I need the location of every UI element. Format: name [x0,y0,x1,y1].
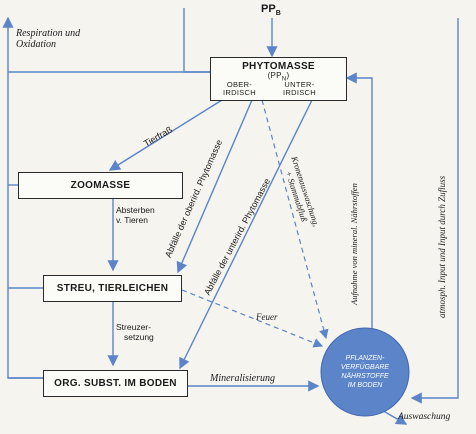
pool-line1: PFLANZEN- [345,355,385,362]
pool-line4: IM BODEN [347,382,383,389]
auswaschung-label: Auswaschung [398,412,451,422]
respiration-line2: Oxidation [16,39,56,50]
feuer-label: Feuer [256,312,278,322]
ppn-label: (PPN) [211,72,346,84]
absterben-label: Absterben v. Tieren [116,205,155,225]
ppn-open: (PP [267,71,282,80]
tierfrass-arrow [108,99,223,171]
aufnahme-arrow [345,72,373,340]
oberirdisch-label: OBER- IRDISCH [223,81,256,97]
phytomasse-title: PHYTOMASSE [242,61,315,72]
ppn-sub: N [281,76,287,83]
unterirdisch-label: UNTER- IRDISCH [283,81,316,97]
zoomasse-title: ZOOMASSE [70,180,131,191]
phytomasse-box: PHYTOMASSE (PPN) OBER- IRDISCH UNTER- IR… [210,57,347,101]
atmosph-input-arrow [410,18,459,404]
abfaelle-unter-arrow [179,99,313,370]
unterirdisch-line1: UNTER- [284,80,315,89]
atmosph-label: atmosph. Input und Input durch Zufluss [437,175,447,318]
mineralisierung-label: Mineralisierung [210,373,275,384]
absterben-line1: Absterben [116,205,155,215]
org-subst-box: ORG. SUBST. IM BODEN [43,370,188,397]
ppb-sub: B [275,10,281,18]
ppb-text: PP [261,3,276,15]
pool-line2: VERFÜGBARE [340,364,390,371]
respiration-line [183,8,210,73]
ppn-close: ) [286,71,290,80]
abfaelle-ober-arrow [176,99,253,274]
zersetzung-line1: Streuzer- [116,322,151,332]
pool-line3: NÄHRSTOFFE [341,373,389,380]
zoomasse-box: ZOOMASSE [18,172,183,199]
streu-box: STREU, TIERLEICHEN [43,275,182,302]
absterben-line2: v. Tieren [116,215,148,225]
nutrient-pool-circle [320,327,410,417]
aufnahme-label: Aufnahme von mineral. Nährstoffen [349,183,359,305]
zersetzung-label: Streuzer- setzung [116,322,154,342]
respiration-label: Respiration und Oxidation [16,28,80,50]
respiration-line1: Respiration und [16,28,81,39]
nutrient-pool-label: PFLANZEN- VERFÜGBARE NÄHRSTOFFE IM BODEN [329,354,401,390]
oberirdisch-line1: OBER- [226,80,253,89]
feuer-arrow [181,289,324,348]
streu-title: STREU, TIERLEICHEN [56,283,169,294]
org-subst-title: ORG. SUBST. IM BODEN [54,378,177,389]
unterirdisch-line2: IRDISCH [283,88,316,97]
oberirdisch-line2: IRDISCH [223,88,256,97]
zersetzung-line2: setzung [124,332,154,342]
ppb-label: PPB [261,3,281,17]
